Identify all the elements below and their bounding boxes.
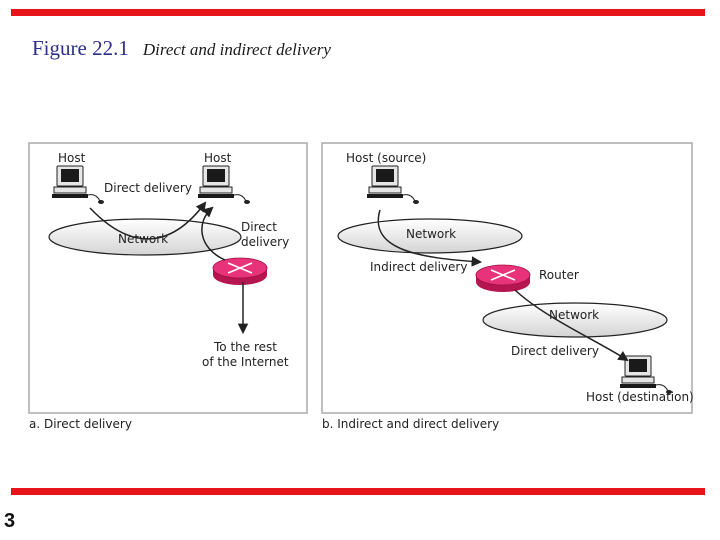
indirect-delivery-label: Indirect delivery (370, 260, 467, 274)
direct-delivery-label-b: Direct delivery (511, 344, 599, 358)
panel-a: Host Host Direct delivery Network Direct… (29, 151, 289, 431)
host-destination-label: Host (destination) (586, 390, 694, 404)
page-number: 3 (4, 510, 16, 532)
panel-b: Host (source) Network Indirect delivery … (322, 151, 694, 431)
panel-a-caption: a. Direct delivery (29, 417, 132, 431)
host-source-label: Host (source) (346, 151, 426, 165)
router-direct-label-line1: Direct (241, 220, 277, 234)
direct-delivery-arrow-a (89, 201, 207, 240)
network-b-top-label: Network (406, 227, 456, 241)
network-b-top-ellipse (337, 218, 523, 254)
indirect-delivery-arrow (377, 209, 483, 267)
bottom-accent-bar (11, 488, 705, 495)
router-direct-label-line2: delivery (241, 235, 289, 249)
figure-title: Figure 22.1 Direct and indirect delivery (32, 36, 331, 61)
router-b-icon (475, 264, 531, 293)
network-a-label: Network (118, 232, 168, 246)
network-a-ellipse (48, 218, 242, 256)
host-right-label: Host (204, 151, 232, 165)
router-a-icon (212, 257, 268, 286)
direct-delivery-label-a: Direct delivery (104, 181, 192, 195)
top-accent-bar (11, 9, 705, 16)
panel-b-caption: b. Indirect and direct delivery (322, 417, 499, 431)
internet-label-line2: of the Internet (202, 355, 289, 369)
internet-label-line1: To the rest (213, 340, 277, 354)
host-left-label: Host (58, 151, 86, 165)
figure-number: Figure 22.1 (32, 36, 129, 60)
direct-delivery-arrow-b (514, 289, 629, 362)
network-b-bottom-label: Network (549, 308, 599, 322)
network-b-bottom-ellipse (482, 302, 668, 338)
figure-caption: Direct and indirect delivery (142, 40, 331, 59)
router-label: Router (539, 268, 579, 282)
router-to-host-arrow (201, 206, 226, 261)
